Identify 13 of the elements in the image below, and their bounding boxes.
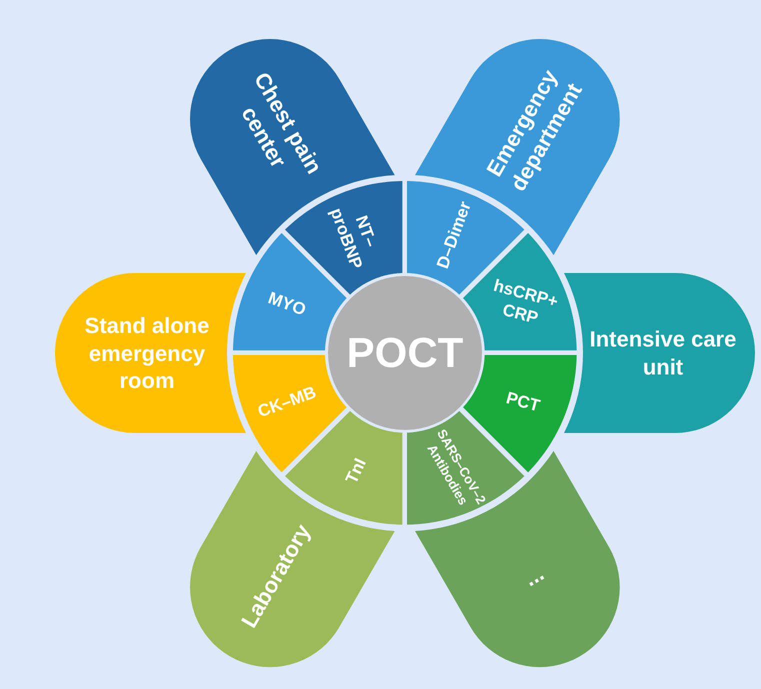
petal-label: Intensive care unit (588, 326, 738, 380)
petal-label: ... (518, 560, 550, 594)
segment-label: hsCRP+ CRP (490, 274, 562, 330)
center-label: POCT (346, 328, 464, 378)
ring-segment (233, 355, 347, 473)
petal-shape (190, 450, 395, 667)
ring-segment (407, 411, 525, 525)
petal-shape (55, 273, 246, 433)
segment-label: TnI (340, 454, 371, 489)
segment-label: PCT (503, 387, 544, 418)
petal-shape (564, 273, 755, 433)
segment-label: MYO (264, 287, 310, 322)
petal-label: Stand alone emergency room (84, 312, 210, 394)
